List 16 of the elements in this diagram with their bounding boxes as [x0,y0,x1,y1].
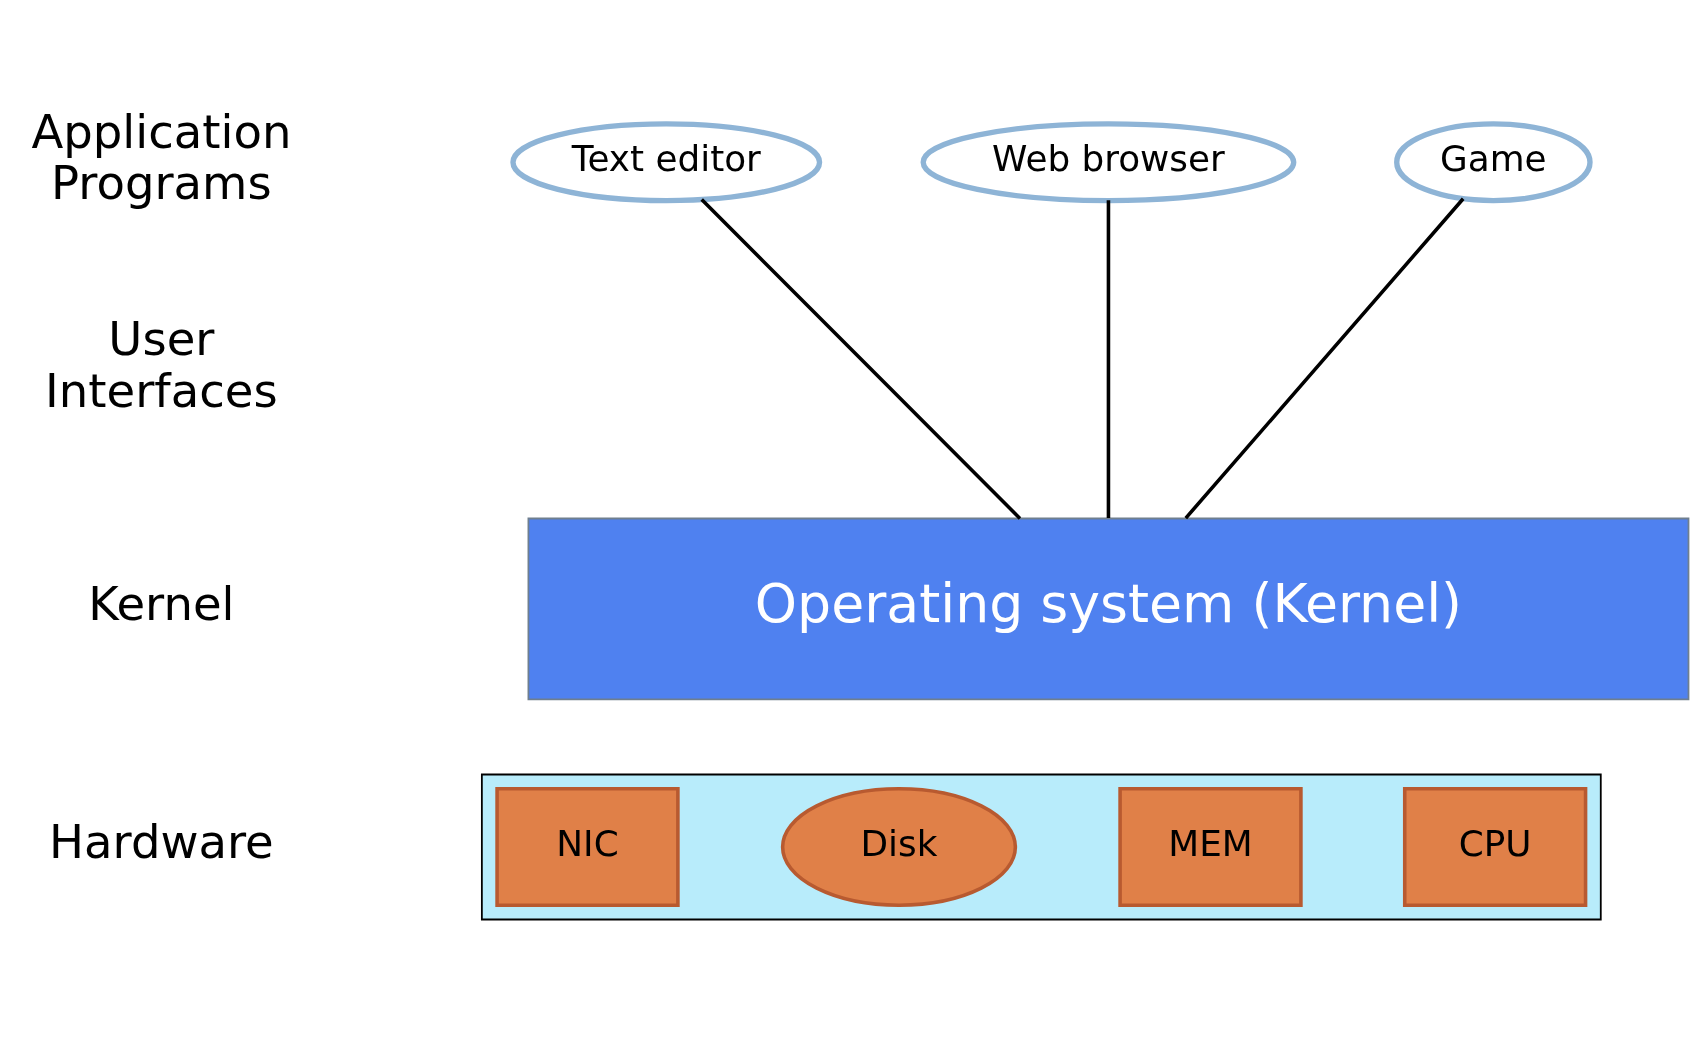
node-ellipse: Text editor [510,121,823,204]
label: User Interfaces [45,312,278,419]
label: Kernel [88,577,235,632]
connector [1184,197,1465,520]
label: Application Programs [31,104,292,211]
node-box: CPU [1402,787,1588,907]
node-ellipse: Disk [780,787,1018,907]
connector [700,198,1022,520]
label: Hardware [49,815,274,870]
node-box: MEM [1118,787,1303,907]
node-ellipse: Web browser [920,121,1297,204]
connector [1106,200,1111,518]
node-box: NIC [495,787,680,907]
node-box: Operating system (Kernel) [527,517,1690,701]
cluster [480,773,1602,921]
node-ellipse: Game [1394,121,1593,204]
